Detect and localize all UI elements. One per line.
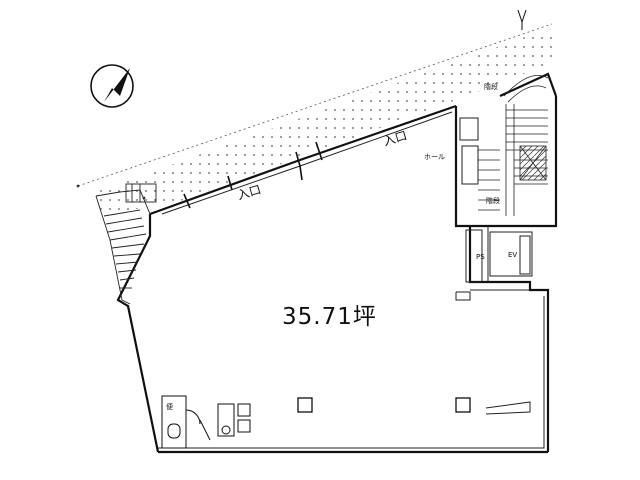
shaft-label: PS — [476, 253, 485, 261]
outer-walls — [116, 72, 558, 454]
stairs-top-label: 階段 — [484, 83, 498, 91]
toilet-room — [161, 395, 251, 449]
elevator-label: EV — [508, 251, 518, 259]
sidewalk-band — [77, 23, 560, 214]
column-left — [297, 397, 313, 413]
stair-upper-right — [478, 74, 549, 216]
area-label: 35.71坪 — [282, 304, 377, 330]
stair-upper-left — [95, 183, 157, 305]
hall-label: ホール — [424, 153, 445, 161]
entrance-doors — [183, 141, 323, 209]
north-tick-mark — [517, 9, 527, 30]
inner-walls — [158, 111, 545, 449]
columns — [297, 397, 471, 413]
toilet-label: 便 — [166, 403, 173, 411]
column-right — [455, 397, 471, 413]
stair-mid-label: 階段 — [486, 197, 500, 205]
compass-north-arrow — [90, 64, 134, 108]
